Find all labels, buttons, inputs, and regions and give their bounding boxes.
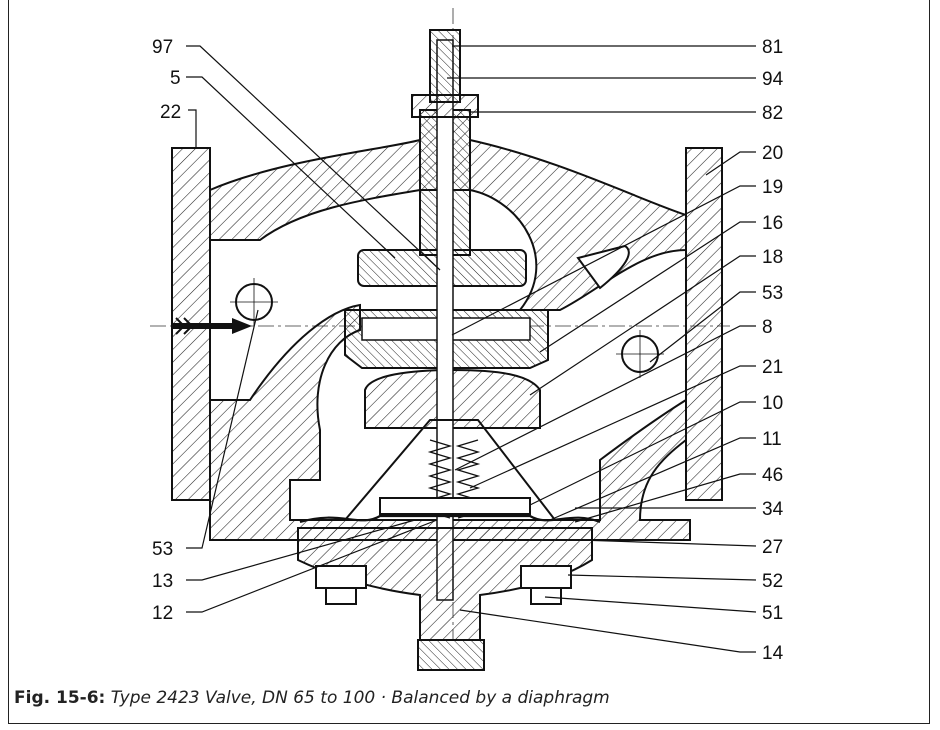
right-flange <box>685 147 723 501</box>
callout-46: 46 <box>762 465 783 486</box>
caption-label: Fig. 15-6: <box>14 688 106 708</box>
top-cap <box>429 29 461 103</box>
bolt-right <box>520 565 572 589</box>
flow-direction-arrow <box>172 317 252 335</box>
callout-14: 14 <box>762 643 784 664</box>
callout-34: 34 <box>762 499 784 520</box>
callout-18: 18 <box>762 247 783 268</box>
diaphragm-cone <box>344 419 556 521</box>
callout-12: 12 <box>152 603 173 624</box>
callout-5: 5 <box>170 68 181 89</box>
figure-caption: Fig. 15-6: Type 2423 Valve, DN 65 to 100… <box>14 688 610 708</box>
callout-20: 20 <box>762 143 783 164</box>
callout-53-right: 53 <box>762 283 783 304</box>
valve-cross-section-drawing: 97 5 22 53 13 12 81 94 82 20 19 16 18 53… <box>150 8 784 671</box>
callout-51: 51 <box>762 603 783 624</box>
figure-frame <box>8 0 930 724</box>
callout-10: 10 <box>762 393 783 414</box>
callout-81: 81 <box>762 37 783 58</box>
diaphragm-plate <box>379 497 531 515</box>
callout-16: 16 <box>762 213 783 234</box>
nut-left <box>325 587 357 605</box>
nut-right <box>530 587 562 605</box>
callout-11: 11 <box>762 429 782 450</box>
valve-body-upper <box>209 109 687 311</box>
callout-13: 13 <box>152 571 173 592</box>
callout-8: 8 <box>762 317 773 338</box>
leader-lines-right <box>447 45 757 653</box>
lock-nut <box>411 94 479 118</box>
lower-connection <box>417 639 485 671</box>
callout-82: 82 <box>762 103 783 124</box>
leader-lines-left <box>186 45 441 613</box>
callout-19: 19 <box>762 177 783 198</box>
valve-body-lower <box>209 303 691 541</box>
diaphragm <box>299 514 601 524</box>
callout-94: 94 <box>762 69 784 90</box>
callout-52: 52 <box>762 571 783 592</box>
caption-text: Type 2423 Valve, DN 65 to 100 · Balanced… <box>110 688 610 708</box>
callout-21: 21 <box>762 357 783 378</box>
callout-97: 97 <box>152 37 173 58</box>
bolt-left <box>315 565 367 589</box>
callout-27: 27 <box>762 537 783 558</box>
callout-53-left: 53 <box>152 539 173 560</box>
callout-22: 22 <box>160 102 181 123</box>
